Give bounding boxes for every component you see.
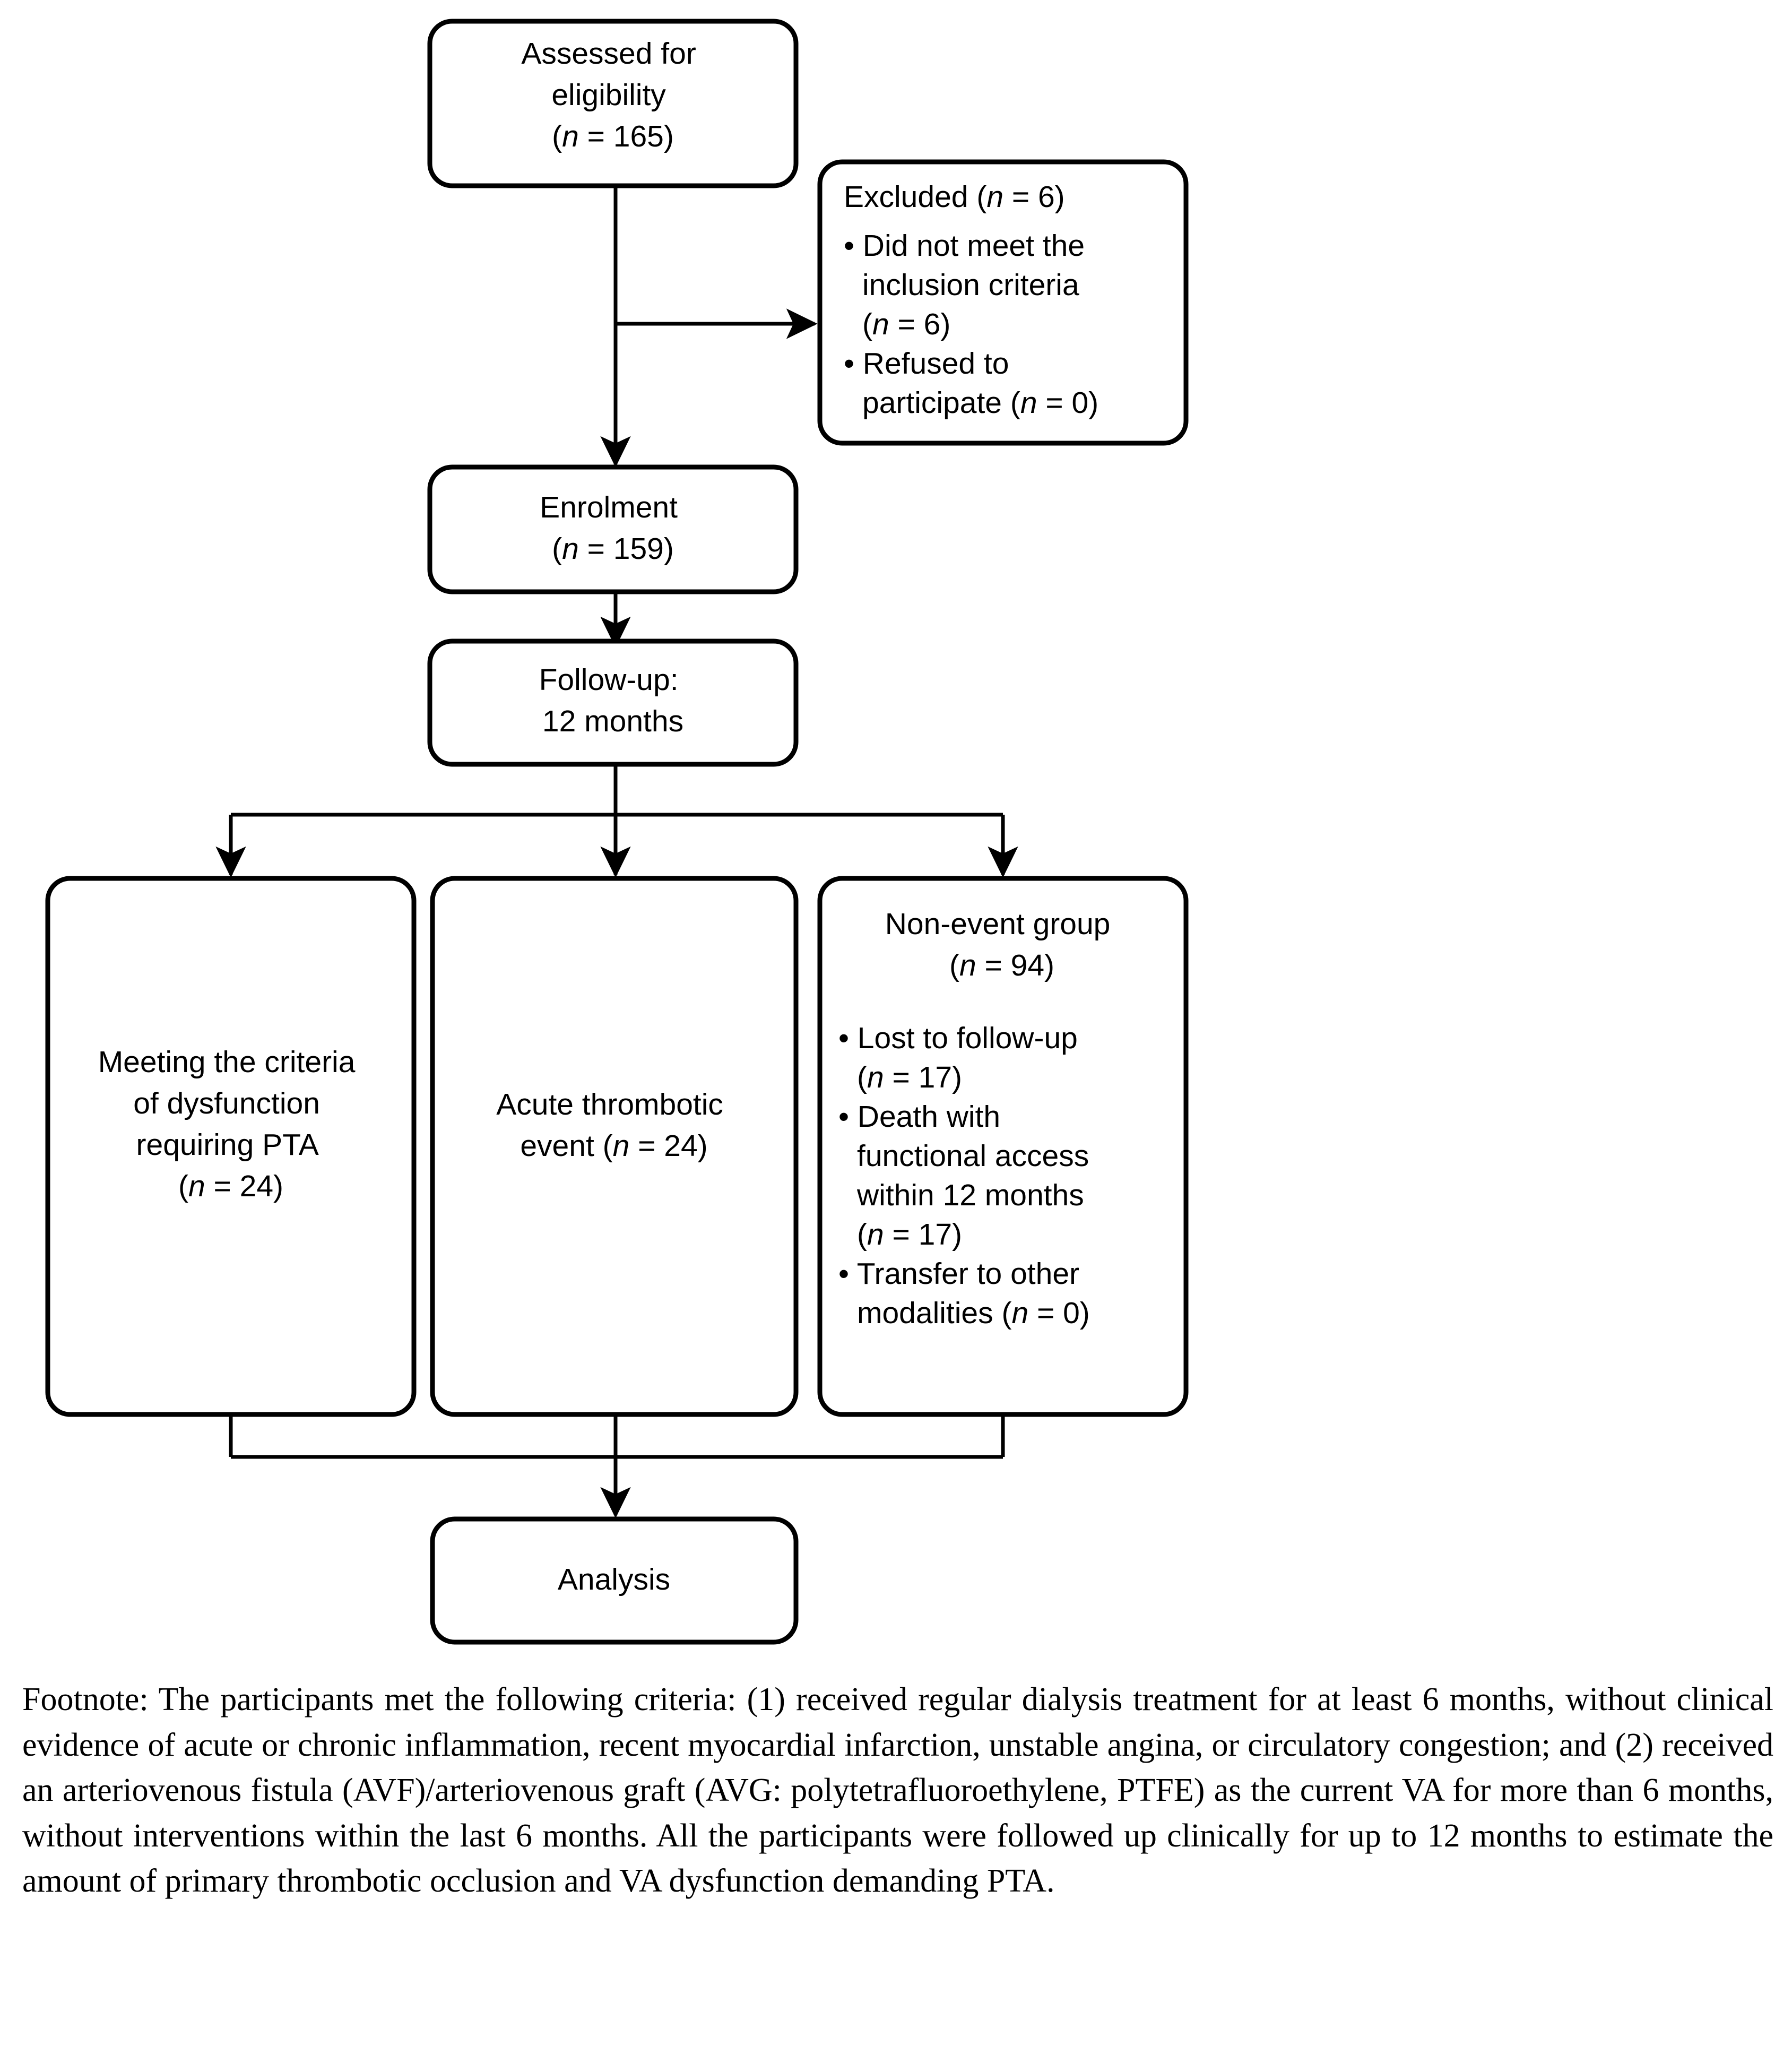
excluded-text: Excluded (n = 6) • Did not meet the incl…: [844, 180, 1098, 420]
dysfunction-text: Meeting the criteria of dysfunction requ…: [98, 1045, 364, 1203]
nonevent-header-text: Non-event group (n = 94): [885, 907, 1119, 982]
dysfunction-box: [45, 876, 417, 1417]
enrolment-box: [427, 464, 799, 594]
node-follow-up: Follow-up: 12 months: [427, 638, 799, 767]
thrombotic-text: Acute thrombotic event (n = 24): [496, 1088, 732, 1163]
node-analysis: Analysis: [430, 1516, 799, 1645]
node-meeting-criteria-dysfunction: Meeting the criteria of dysfunction requ…: [45, 876, 417, 1417]
nonevent-box: [817, 876, 1189, 1417]
assessed-text: Assessed for eligibility (n = 165): [521, 37, 704, 153]
excluded-box: [817, 159, 1189, 446]
analysis-text: Analysis: [558, 1563, 670, 1596]
node-non-event-group: Non-event group (n = 94) • Lost to follo…: [817, 876, 1189, 1417]
node-excluded: Excluded (n = 6) • Did not meet the incl…: [817, 159, 1189, 446]
analysis-box: [430, 1516, 799, 1645]
node-enrolment: Enrolment (n = 159): [427, 464, 799, 594]
thrombotic-box: [430, 876, 799, 1417]
nonevent-bullets-text: • Lost to follow-up (n = 17) • Death wit…: [838, 1021, 1097, 1330]
node-assessed-for-eligibility: Assessed for eligibility (n = 165): [427, 19, 799, 188]
connector-group: [215, 186, 1018, 1518]
followup-text: Follow-up: 12 months: [539, 663, 687, 738]
node-acute-thrombotic-event: Acute thrombotic event (n = 24): [430, 876, 799, 1417]
footnote: Footnote: The participants met the follo…: [22, 1677, 1773, 1904]
followup-box: [427, 638, 799, 767]
enrolment-text: Enrolment (n = 159): [540, 490, 686, 566]
footnote-text: Footnote: The participants met the follo…: [22, 1681, 1773, 1900]
assessed-box: [427, 19, 799, 188]
